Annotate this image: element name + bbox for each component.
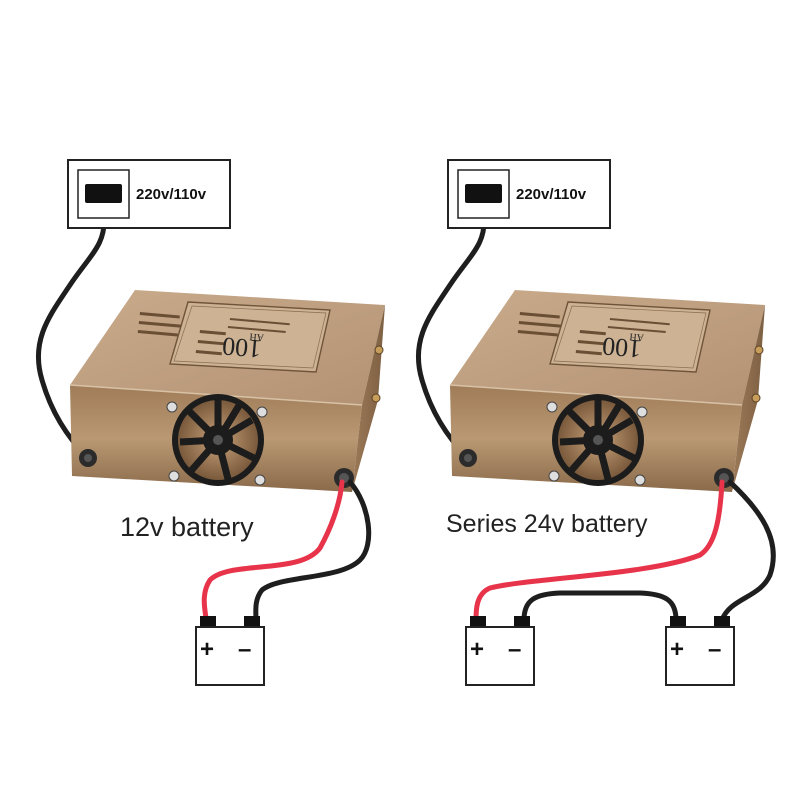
- positive-symbol: +: [670, 636, 684, 663]
- positive-symbol: +: [200, 636, 214, 663]
- negative-wire: [253, 479, 372, 623]
- series-link-wire: [521, 590, 679, 623]
- panel-24v: 220v/110v 100 AH Series 24v battery + – …: [415, 159, 776, 686]
- battery: + –: [195, 615, 265, 686]
- positive-symbol: +: [470, 636, 484, 663]
- battery-right: + –: [665, 615, 735, 686]
- panel-caption: 12v battery: [120, 512, 254, 542]
- negative-symbol: –: [708, 636, 721, 663]
- charger-rating: 100: [601, 331, 642, 363]
- outlet-voltage-label: 220v/110v: [516, 186, 587, 203]
- panel-caption: Series 24v battery: [446, 510, 648, 538]
- positive-wire: [201, 479, 345, 623]
- charger-rating-unit: AH: [249, 330, 264, 342]
- negative-wire: [719, 479, 776, 623]
- charger-rating: 100: [221, 331, 262, 363]
- power-cord: [415, 213, 487, 461]
- negative-symbol: –: [238, 636, 251, 663]
- charger-unit: [450, 290, 765, 492]
- charger-unit: [70, 290, 385, 492]
- panel-12v: 220v/110v 100 AH 12v battery + –: [35, 159, 385, 686]
- charger-rating-unit: AH: [629, 330, 644, 342]
- outlet-voltage-label: 220v/110v: [136, 186, 207, 203]
- negative-symbol: –: [508, 636, 521, 663]
- power-cord: [35, 213, 107, 461]
- positive-wire: [473, 479, 725, 623]
- battery-left: + –: [465, 615, 535, 686]
